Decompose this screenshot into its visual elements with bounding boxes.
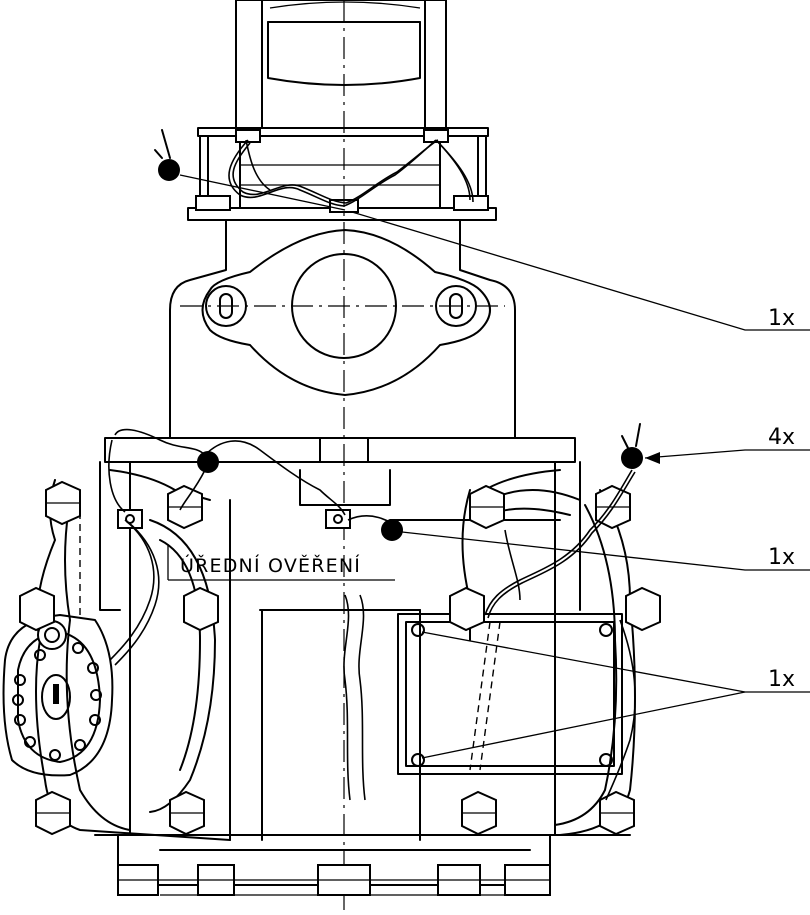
motor-housing (235, 0, 447, 129)
callout-plate-label: 1x (768, 667, 795, 692)
callout-right-label: 4x (768, 425, 795, 450)
base-bolts (117, 864, 551, 896)
callout-middle-label: 1x (768, 545, 795, 570)
front-seal-tabs (117, 509, 351, 529)
inscription-official-verification: ÚŘEDNÍ OVĚŘENÍ (180, 553, 361, 577)
leader-lines (351, 211, 810, 759)
seal-upper-left (197, 451, 219, 473)
seal-wire-top (228, 139, 474, 207)
seal-middle (381, 519, 403, 541)
left-chamber (35, 479, 231, 841)
callout-top-label: 1x (768, 306, 795, 331)
meter-disc (2, 614, 114, 777)
seal-right (621, 423, 643, 469)
seal-plate (397, 613, 623, 775)
upper-body (169, 219, 516, 439)
seal-top (154, 129, 346, 211)
